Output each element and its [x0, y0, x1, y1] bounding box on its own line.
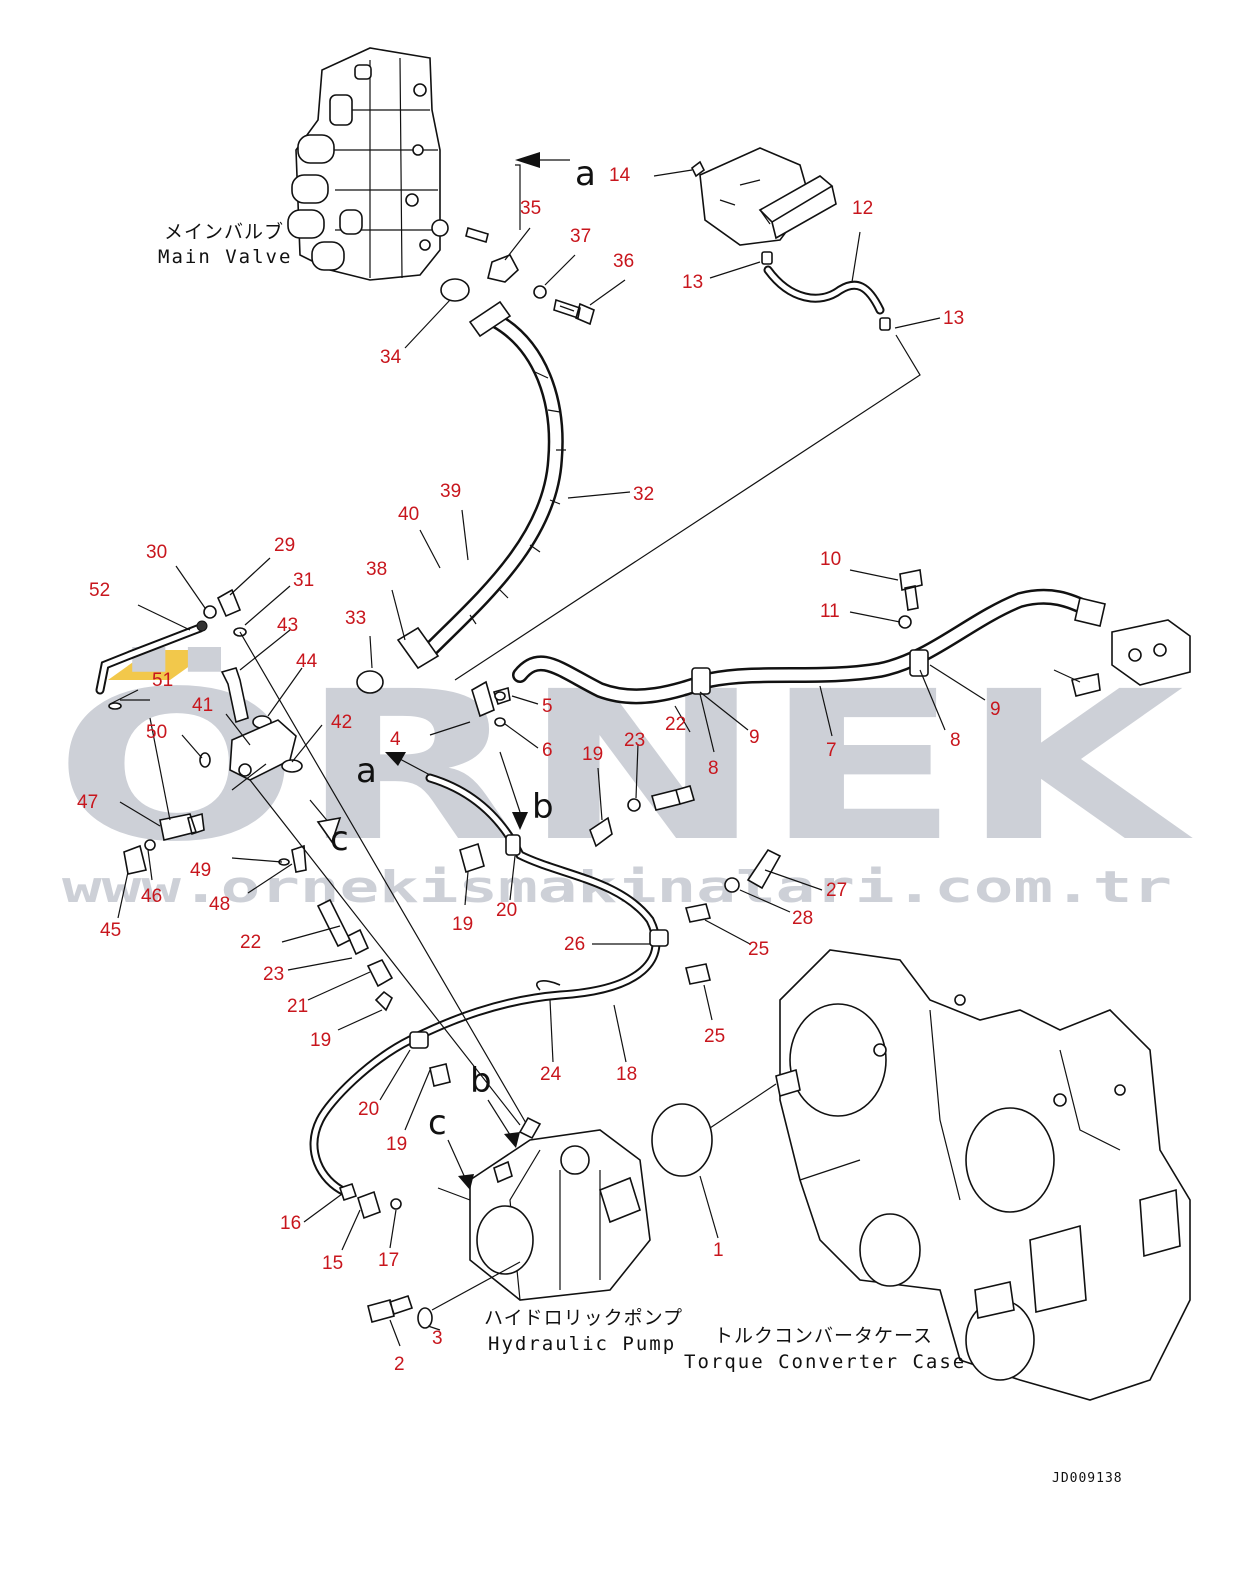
callout-52: 52 — [89, 580, 110, 601]
callout-35: 35 — [520, 198, 541, 219]
callout-19d: 19 — [386, 1134, 407, 1155]
callout-22a: 22 — [665, 714, 686, 735]
callout-4: 4 — [390, 729, 401, 750]
clamp-35 — [487, 253, 519, 283]
callout-8a: 8 — [708, 758, 719, 779]
watermark-accent-mark — [108, 650, 212, 680]
callout-43: 43 — [277, 615, 298, 636]
callout-25a: 25 — [748, 939, 769, 960]
flow-marker-a-mid: a — [356, 751, 377, 791]
callout-11: 11 — [820, 601, 840, 622]
callout-23b: 23 — [263, 964, 284, 985]
callout-9b: 9 — [990, 699, 1001, 720]
watermark: ÖRNEK www.ornekismakinalari.com.tr — [54, 646, 1193, 913]
pump-label-jp: ハイドロリックポンプ — [484, 1307, 683, 1329]
callout-42: 42 — [331, 712, 352, 733]
main-valve-label-jp: メインバルブ — [164, 220, 284, 243]
manifold-14-assembly — [690, 147, 891, 331]
callout-45: 45 — [100, 920, 121, 941]
callout-19b: 19 — [452, 914, 473, 935]
callout-36: 36 — [613, 251, 634, 272]
hose-7 — [512, 588, 1106, 705]
callout-25b: 25 — [704, 1026, 725, 1047]
callout-19a: 19 — [582, 744, 603, 765]
callout-20a: 20 — [496, 900, 517, 921]
callout-16: 16 — [280, 1213, 301, 1234]
component-labels: メインバルブ Main Valve ハイドロリックポンプ Hydraulic P… — [158, 220, 1123, 1486]
callout-40: 40 — [398, 504, 419, 525]
hydraulic-pump-drawing — [437, 1116, 651, 1301]
callout-7: 7 — [826, 740, 837, 761]
main-valve-drawing — [287, 47, 489, 281]
callout-31: 31 — [293, 570, 314, 591]
torque-converter-label-jp: トルクコンバータケース — [714, 1325, 933, 1347]
callout-2: 2 — [394, 1354, 405, 1375]
flow-marker-c-mid: c — [330, 819, 349, 859]
callout-13a: 13 — [682, 272, 703, 293]
callout-34: 34 — [380, 347, 402, 368]
flow-arrows — [385, 152, 570, 1190]
callout-29: 29 — [274, 535, 295, 556]
callout-33: 33 — [345, 608, 366, 629]
callout-30: 30 — [146, 542, 167, 563]
callout-3: 3 — [432, 1328, 443, 1349]
callout-46: 46 — [141, 886, 162, 907]
callout-19c: 19 — [310, 1030, 331, 1051]
main-valve-label-en: Main Valve — [158, 246, 292, 268]
callout-38: 38 — [366, 559, 387, 580]
callout-6: 6 — [542, 740, 553, 761]
o-ring-34 — [440, 278, 470, 302]
callout-26: 26 — [564, 934, 585, 955]
callout-50: 50 — [146, 722, 167, 743]
callout-13b: 13 — [943, 308, 964, 329]
callout-28: 28 — [792, 908, 813, 929]
callout-21: 21 — [287, 996, 308, 1017]
callout-24: 24 — [540, 1064, 562, 1085]
callout-37: 37 — [570, 226, 591, 247]
flow-marker-c-pump: c — [428, 1103, 447, 1143]
callout-9a: 9 — [749, 727, 760, 748]
left-assembly — [95, 588, 384, 875]
callout-1: 1 — [713, 1240, 724, 1261]
callout-39: 39 — [440, 481, 461, 502]
callout-23a: 23 — [624, 730, 645, 751]
callout-8b: 8 — [950, 730, 961, 751]
callout-17: 17 — [378, 1250, 399, 1271]
callout-10: 10 — [820, 549, 841, 570]
drawing-code: JD009138 — [1052, 1471, 1123, 1486]
callout-20b: 20 — [358, 1099, 379, 1120]
torque-converter-drawing — [775, 949, 1191, 1401]
callout-41: 41 — [192, 695, 213, 716]
flow-marker-b-pump: b — [470, 1061, 492, 1101]
leader-lines — [109, 169, 986, 1347]
callout-49: 49 — [190, 860, 211, 881]
part-number-callouts: 1 2 3 4 5 6 7 8 8 9 9 10 11 12 13 13 14 … — [77, 165, 1001, 1375]
hose-18 — [309, 773, 669, 1197]
torque-converter-label-en: Torque Converter Case — [684, 1351, 966, 1373]
callout-51: 51 — [152, 670, 173, 691]
callout-18: 18 — [616, 1064, 637, 1085]
callout-12: 12 — [852, 198, 873, 219]
callout-5: 5 — [542, 696, 553, 717]
watermark-brand: ÖRNEK — [54, 646, 1193, 887]
block-right — [1111, 619, 1191, 686]
callout-15: 15 — [322, 1253, 343, 1274]
callout-27: 27 — [826, 880, 847, 901]
pump-label-en: Hydraulic Pump — [488, 1333, 676, 1355]
hose-32 — [396, 300, 566, 670]
callout-32: 32 — [633, 484, 654, 505]
callout-44: 44 — [296, 651, 318, 672]
flow-marker-a-top: a — [575, 154, 596, 194]
callout-48: 48 — [209, 894, 230, 915]
callout-22b: 22 — [240, 932, 261, 953]
callout-47: 47 — [77, 792, 98, 813]
clamps-19-25 — [429, 816, 712, 1087]
o-ring-1 — [651, 1103, 713, 1177]
callout-14: 14 — [609, 165, 631, 186]
flow-marker-b-mid: b — [532, 787, 554, 827]
